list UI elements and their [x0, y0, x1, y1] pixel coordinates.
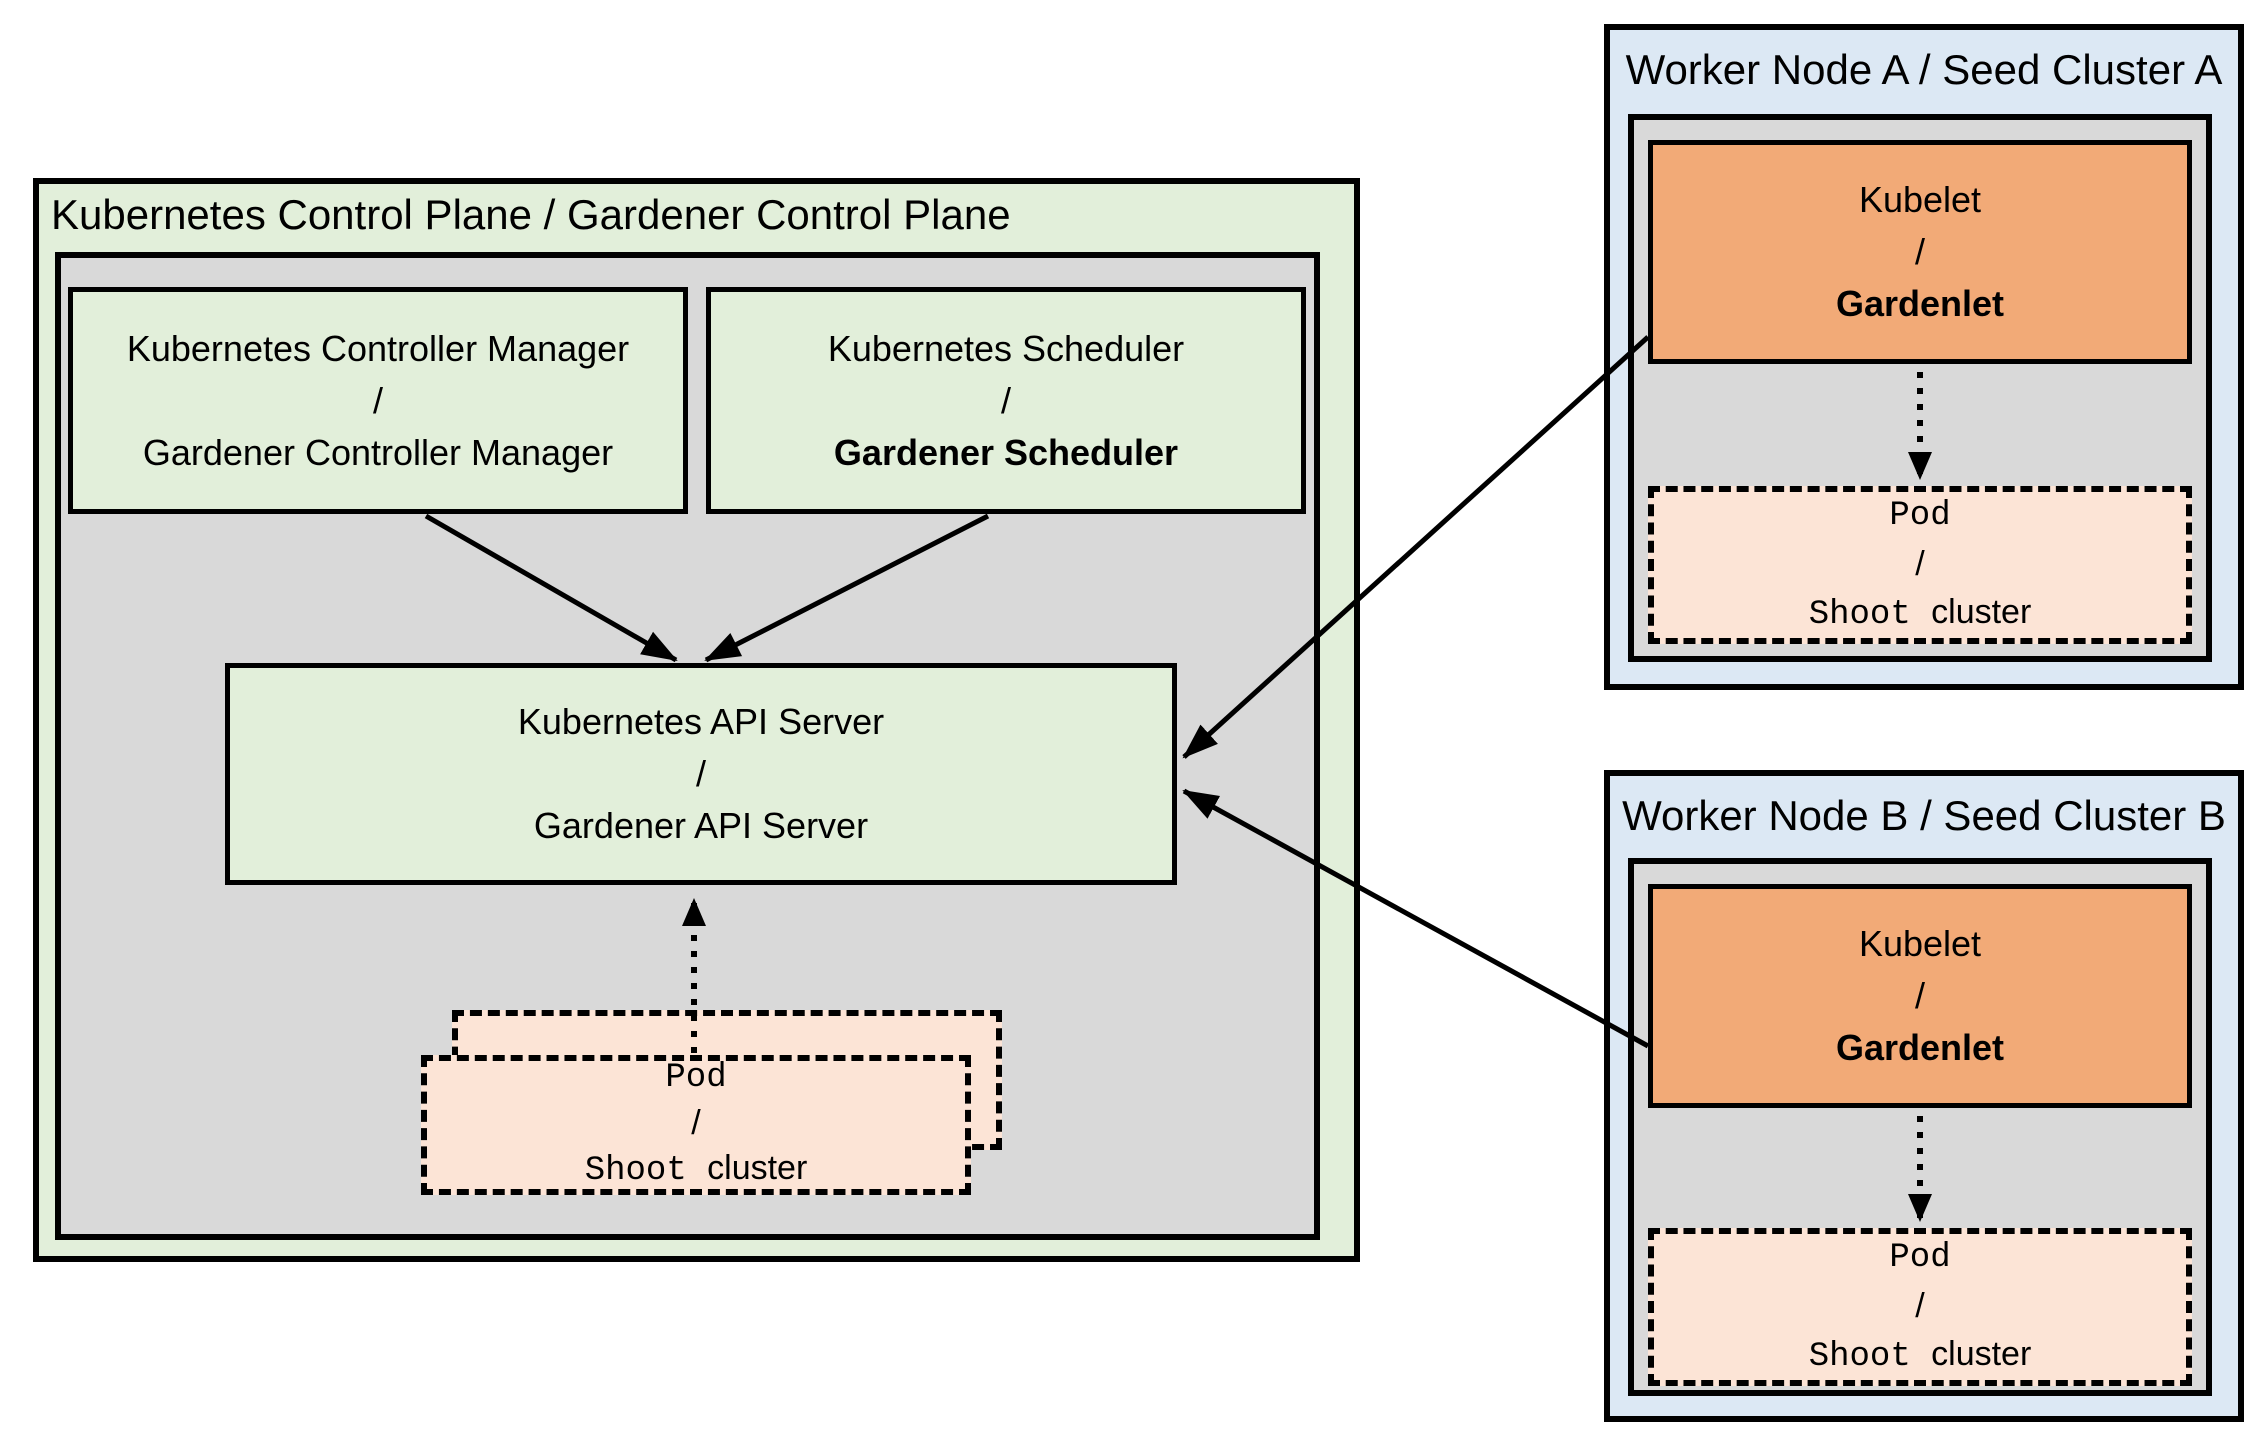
- shoot-cluster-label: Shoot cluster: [585, 1146, 808, 1194]
- controller-manager-kubernetes-label: Kubernetes Controller Manager: [126, 327, 630, 369]
- scheduler-kubernetes-label: Kubernetes Scheduler: [827, 327, 1185, 369]
- api-server-box: Kubernetes API Server / Gardener API Ser…: [225, 663, 1177, 885]
- kubelet-box-b: Kubelet / Gardenlet: [1648, 884, 2192, 1108]
- cluster-label-sans: cluster: [707, 1149, 808, 1187]
- shoot-pod-box-control-plane: Pod / Shoot cluster: [421, 1055, 971, 1195]
- scheduler-separator: /: [1000, 379, 1011, 421]
- shoot-pod-box-a: Pod / Shoot cluster: [1648, 486, 2192, 644]
- gardenlet-b-label: Gardenlet: [1835, 1027, 2005, 1068]
- kubelet-a-label: Kubelet: [1858, 179, 1982, 220]
- api-server-kubernetes-label: Kubernetes API Server: [517, 701, 885, 742]
- controller-manager-separator: /: [372, 379, 383, 421]
- pod-a-label: Pod: [1889, 496, 1951, 535]
- pod-b-label: Pod: [1889, 1238, 1951, 1277]
- cluster-b-label-sans: cluster: [1931, 1334, 2032, 1373]
- scheduler-box: Kubernetes Scheduler / Gardener Schedule…: [706, 287, 1306, 514]
- worker-node-b-title: Worker Node B / Seed Cluster B: [1622, 792, 2226, 839]
- worker-node-a-title: Worker Node A / Seed Cluster A: [1625, 46, 2223, 93]
- shoot-cluster-a-label: Shoot cluster: [1809, 588, 2032, 639]
- control-plane-title: Kubernetes Control Plane / Gardener Cont…: [51, 191, 1011, 238]
- kubelet-box-a: Kubelet / Gardenlet: [1648, 140, 2192, 364]
- shoot-a-label-mono: Shoot: [1808, 595, 1932, 634]
- shoot-pod-box-b: Pod / Shoot cluster: [1648, 1228, 2192, 1386]
- shoot-b-label-mono: Shoot: [1808, 1337, 1932, 1376]
- kubelet-b-separator: /: [1914, 975, 1925, 1016]
- controller-manager-box: Kubernetes Controller Manager / Gardener…: [68, 287, 688, 514]
- pod-a-separator: /: [1915, 544, 1925, 583]
- shoot-cluster-b-label: Shoot cluster: [1809, 1330, 2032, 1381]
- pod-separator: /: [691, 1104, 701, 1142]
- cluster-a-label-sans: cluster: [1931, 592, 2032, 631]
- controller-manager-gardener-label: Gardener Controller Manager: [142, 431, 614, 473]
- scheduler-gardener-label: Gardener Scheduler: [833, 431, 1179, 473]
- kubelet-b-label: Kubelet: [1858, 923, 1982, 964]
- shoot-label-mono: Shoot: [584, 1152, 708, 1190]
- pod-label: Pod: [665, 1059, 727, 1097]
- api-server-gardener-label: Gardener API Server: [533, 805, 869, 846]
- pod-b-separator: /: [1915, 1286, 1925, 1325]
- api-server-separator: /: [695, 753, 706, 794]
- kubelet-a-separator: /: [1914, 231, 1925, 272]
- gardenlet-a-label: Gardenlet: [1835, 283, 2005, 324]
